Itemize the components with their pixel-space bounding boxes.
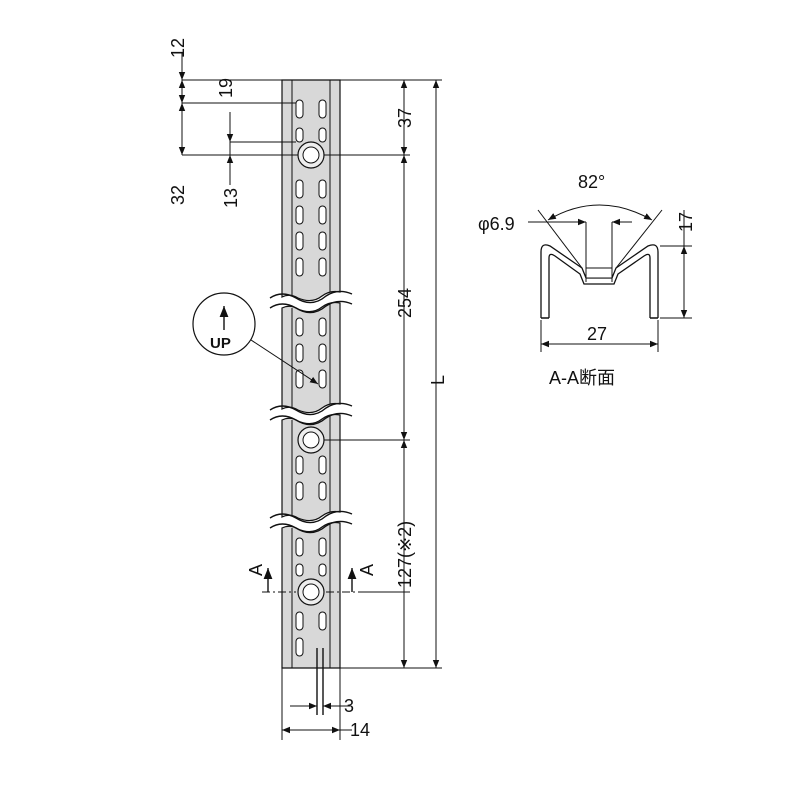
section-marker-left: A [246, 564, 266, 576]
cross-section [528, 204, 692, 352]
dim-slot-width: 3 [344, 696, 354, 716]
screw-hole-2 [297, 426, 325, 454]
dim-rail-width: 14 [350, 720, 370, 740]
dim-first-hole-from-top: 32 [168, 185, 188, 205]
section-height: 17 [676, 212, 696, 232]
dim-slot-to-hole: 13 [221, 188, 241, 208]
dim-last-hole-from-bottom: 127(※2) [395, 521, 415, 588]
up-callout: UP [192, 292, 256, 356]
dim-hole-pitch: 254 [395, 288, 415, 318]
rail-segment-middle [281, 301, 341, 414]
dim-overall-length: L [428, 375, 448, 385]
dimension-lines [178, 52, 442, 740]
section-angle: 82° [578, 172, 605, 192]
up-label: UP [210, 335, 231, 352]
shelf-rail [269, 79, 353, 715]
screw-hole-1 [297, 141, 325, 169]
rail-segment-top [281, 79, 341, 302]
rail-slots [295, 99, 327, 657]
screw-hole-3 [297, 578, 325, 606]
dim-top-to-first-hole: 37 [395, 108, 415, 128]
section-width: 27 [587, 324, 607, 344]
dim-top-offset: 12 [168, 38, 188, 58]
dim-first-slot-offset: 19 [216, 78, 236, 98]
section-title: A-A断面 [549, 368, 615, 388]
section-hole-diameter: φ6.9 [478, 214, 515, 234]
section-marker-right: A [357, 564, 377, 576]
